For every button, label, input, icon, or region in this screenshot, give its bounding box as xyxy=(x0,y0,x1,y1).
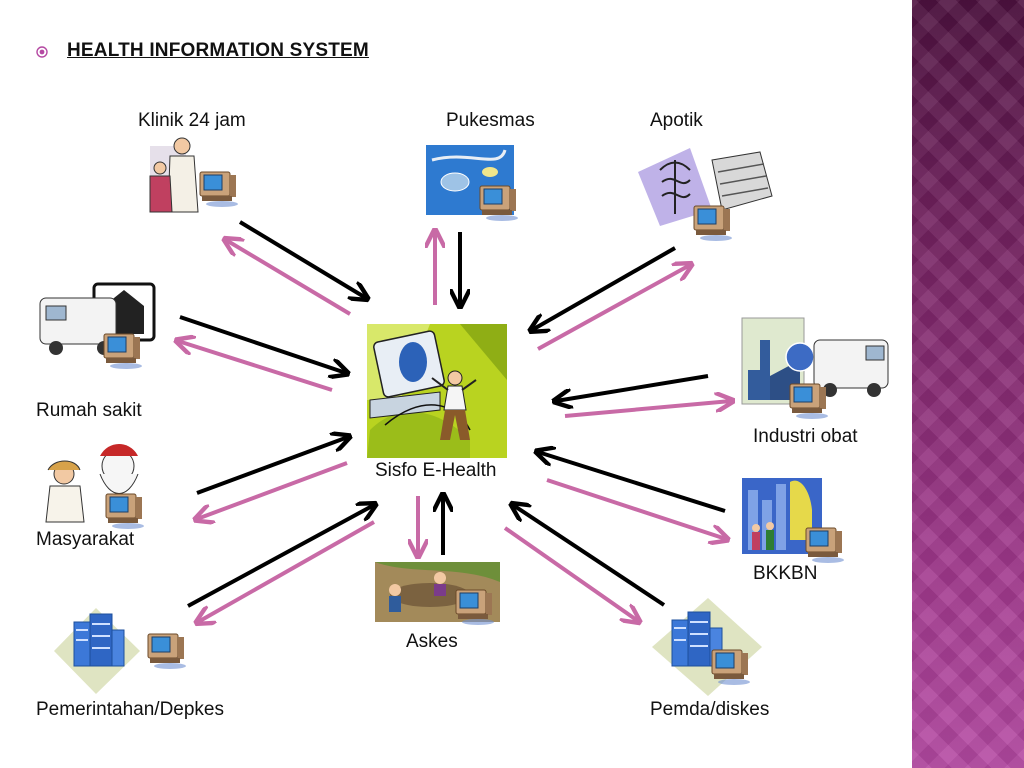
center-label: Sisfo E-Health xyxy=(375,460,497,481)
arrow-masyarakat-to-center xyxy=(196,437,348,495)
node-label-apotik: Apotik xyxy=(650,110,703,131)
arrow-pemda-to-center xyxy=(513,505,666,607)
diagram-canvas xyxy=(39,137,889,696)
node-label-industri-obat: Industri obat xyxy=(753,426,858,447)
people-computer-icon xyxy=(45,444,145,530)
arrow-center-to-rumahsakit xyxy=(178,341,333,392)
node-label-masyarakat: Masyarakat xyxy=(36,529,135,550)
node-label-bkkbn: BKKBN xyxy=(753,563,818,584)
arrow-center-to-industri xyxy=(564,401,731,418)
arrow-rumahsakit-to-center xyxy=(179,315,346,373)
arrow-center-to-masyarakat xyxy=(197,461,348,519)
title-bullet-icon xyxy=(36,46,48,58)
building-computer-icon xyxy=(54,608,187,694)
meeting-computer-icon xyxy=(375,562,500,626)
arrow-center-to-bkkbn xyxy=(546,478,726,539)
arrow-center-to-pemda xyxy=(503,526,638,621)
arrows xyxy=(178,220,731,622)
arrow-center-to-apotik xyxy=(537,265,690,351)
caduceus-computer-icon xyxy=(638,148,773,242)
arrow-apotik-to-center xyxy=(532,246,676,330)
arrow-center-to-pemerintahan xyxy=(198,520,375,622)
side-decoration-panel xyxy=(912,0,1024,768)
center-computer-user-icon xyxy=(367,324,507,458)
node-label-askes: Askes xyxy=(406,631,458,652)
arrow-klinik-to-center xyxy=(238,220,366,298)
doctor-patient-computer-icon xyxy=(149,137,239,213)
arrow-center-to-klinik xyxy=(226,240,352,316)
factory-ambulance-computer-icon xyxy=(741,317,889,420)
ambulance-hospital-computer-icon xyxy=(39,282,156,370)
node-label-pemda: Pemda/diskes xyxy=(650,699,770,720)
building-computer-icon xyxy=(652,598,762,696)
arrow-industri-to-center xyxy=(556,374,709,401)
slide-title: HEALTH INFORMATION SYSTEM xyxy=(67,40,369,61)
node-label-pukesmas: Pukesmas xyxy=(446,110,535,131)
arrow-pemerintahan-to-center xyxy=(187,505,374,608)
stethoscope-computer-icon xyxy=(426,145,519,222)
node-label-rumah-sakit: Rumah sakit xyxy=(36,400,142,421)
node-label-klinik: Klinik 24 jam xyxy=(138,110,246,131)
node-label-pemerintahan: Pemerintahan/Depkes xyxy=(36,699,224,720)
family-chart-computer-icon xyxy=(742,478,845,564)
arrow-bkkbn-to-center xyxy=(538,452,726,513)
